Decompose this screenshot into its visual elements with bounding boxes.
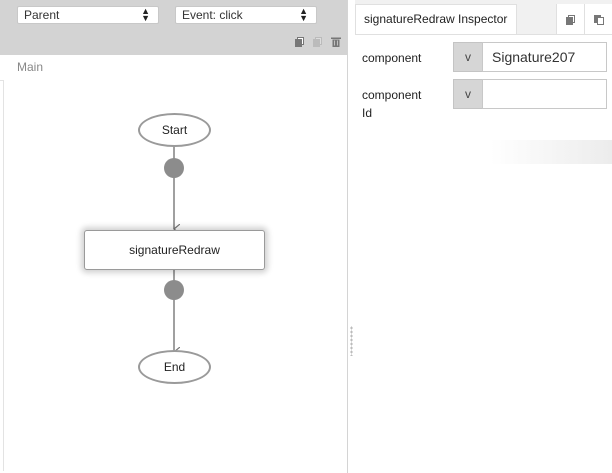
select-arrows-icon: ▲▼ [299,6,308,23]
copy-icon[interactable] [295,36,305,47]
tab-main[interactable]: Main [17,60,44,74]
component-value-toggle[interactable]: v [453,42,483,72]
trash-icon[interactable] [331,36,341,47]
parent-select-value: Parent [24,8,60,22]
parent-select[interactable]: Parent ▲▼ [17,6,159,24]
component-input-value: Signature207 [492,49,576,65]
start-node[interactable]: Start [138,113,211,147]
tab-bar: Main [0,55,347,81]
component-input[interactable]: Signature207 [482,42,607,72]
inspector-fade [490,140,612,164]
field-label-component: component [362,51,422,65]
inspector-title: signatureRedraw Inspector [364,12,508,26]
action-node-label: signatureRedraw [129,243,220,257]
editor-toolbar: Parent ▲▼ Event: click ▲▼ [0,0,347,55]
flow-canvas[interactable]: Start signatureRedraw End [3,80,347,471]
component-id-input[interactable] [482,79,607,109]
flow-editor-pane: Parent ▲▼ Event: click ▲▼ Main [0,0,348,473]
paste-icon[interactable] [313,36,323,47]
pane-resize-handle[interactable] [350,326,353,356]
end-node-label: End [163,360,186,374]
toggle-label: v [465,87,471,101]
select-arrows-icon: ▲▼ [141,6,150,23]
event-select-value: Event: click [182,8,243,22]
end-node[interactable]: End [138,350,211,384]
inspector-copy-button[interactable] [556,4,584,34]
paste-icon [594,14,604,25]
start-node-label: Start [161,123,188,137]
inspector-header: signatureRedraw Inspector [355,0,612,35]
inspector-tab[interactable]: signatureRedraw Inspector [355,4,517,34]
action-node-signature-redraw[interactable]: signatureRedraw [84,230,265,270]
copy-icon [566,14,576,25]
toggle-label: v [465,50,471,64]
output-port[interactable] [164,158,184,178]
event-select[interactable]: Event: click ▲▼ [175,6,317,24]
inspector-paste-button[interactable] [584,4,612,34]
field-label-component-id: component Id [362,88,422,120]
component-id-value-toggle[interactable]: v [453,79,483,109]
output-port[interactable] [164,280,184,300]
